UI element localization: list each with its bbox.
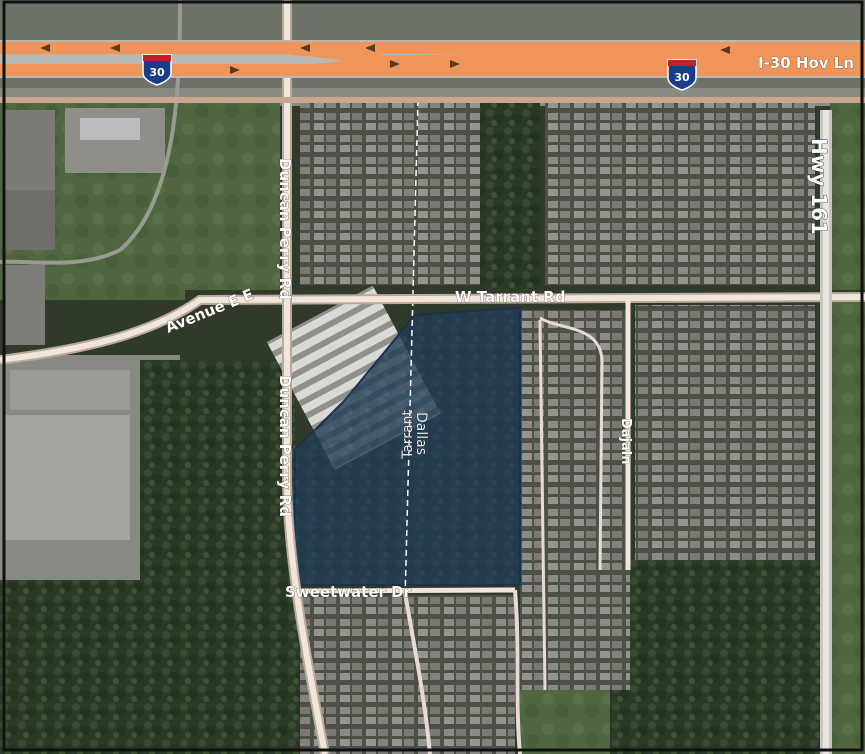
label-i30-hov: I-30 Hov Ln	[758, 54, 854, 72]
sweetwater-dr[interactable]	[289, 587, 516, 594]
truck-parking	[10, 370, 130, 410]
label-sweetwater-dr: Sweetwater Dr	[285, 583, 412, 601]
townhome-road	[538, 319, 547, 691]
subdivision-east	[635, 305, 815, 560]
label-w-tarrant-rd: W Tarrant Rd	[455, 288, 565, 306]
forest-west	[140, 360, 295, 590]
shield-number-west: 30	[149, 66, 165, 79]
label-duncan-perry-north: Duncan Perry Rd	[276, 158, 294, 300]
w-tarrant-rd	[0, 294, 865, 363]
interstate-shield-east: 30	[667, 59, 697, 91]
label-hwy-161: Hwy 161	[807, 138, 831, 235]
interstate-eastbound[interactable]	[0, 64, 865, 76]
warehouse-top-left	[5, 110, 55, 200]
east-residential-road	[513, 589, 522, 754]
duncan-perry-rd[interactable]	[284, 0, 328, 754]
warehouse-mid-left	[5, 190, 55, 250]
industrial-lot	[65, 108, 165, 173]
traffic-arrows	[40, 44, 730, 74]
shield-number-east: 30	[674, 71, 690, 84]
county-line	[404, 99, 419, 601]
interstate-shield-west: 30	[142, 54, 172, 86]
large-warehouse	[5, 415, 130, 540]
grass-east-edge	[830, 300, 865, 754]
forest-southwest	[0, 580, 300, 754]
label-county-tarrant: Tarrant	[400, 410, 416, 461]
parking-left	[5, 265, 45, 345]
apartments-north	[300, 100, 480, 285]
subdivision-south	[300, 595, 515, 754]
field-center-west	[185, 100, 280, 290]
hov-merge	[299, 53, 381, 75]
industrial-building	[80, 118, 140, 140]
label-county-dallas: Dallas	[413, 412, 429, 455]
townhomes-east	[520, 310, 630, 690]
label-duncan-perry-south: Duncan Perry Rd	[276, 375, 294, 517]
forest-north-strip	[480, 100, 540, 290]
grass-northeast-edge	[830, 100, 865, 290]
townhome-loop	[539, 316, 604, 571]
grass-south	[520, 690, 610, 754]
sweetwater-branch	[403, 592, 432, 754]
parcel-tree-texture	[295, 308, 520, 585]
frontage-road	[0, 97, 865, 103]
interstate-westbound[interactable]	[0, 42, 865, 54]
label-dajaln: Dajaln	[618, 418, 633, 465]
apartments-northeast	[545, 100, 815, 285]
